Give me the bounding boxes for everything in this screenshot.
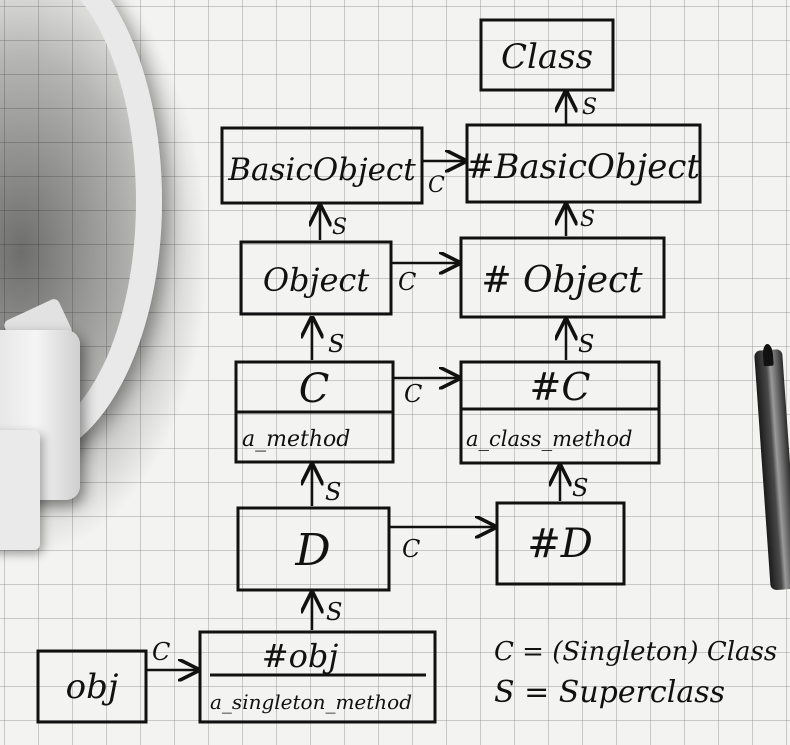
class-edge-label: C [428,173,445,198]
singleton-c-method-label: a_class_method [466,427,632,451]
obj-box [36,649,148,724]
superclass-edge-label: S [572,474,588,502]
obj-label: obj [66,667,119,707]
superclass-edge-label: S [326,598,342,626]
c-label: C [299,366,330,412]
singleton-object-label: # Object [481,260,643,301]
singleton-obj-method-label: a_singleton_method [210,690,412,714]
superclass-edge-label: S [578,330,594,358]
legend-superclass-line: S = Superclass [494,675,725,710]
singleton-object-box [459,236,666,319]
plug-block [0,430,40,550]
superclass-edge-label: S [325,478,341,506]
singleton-d-label: #D [527,521,593,567]
singleton-d-box [495,501,626,586]
singleton-obj-label: #obj [262,637,339,675]
class-edge-label: C [402,535,420,563]
c-method-label: a_method [242,427,350,452]
superclass-edge-label: S [328,330,344,358]
d-box [236,506,391,592]
superclass-edge-label: S [580,207,595,232]
basic-object-label: BasicObject [227,152,416,188]
object-box [239,240,393,316]
class-edge-label: C [404,380,422,408]
class-edge-label: C [398,268,416,296]
singleton-c-label: #C [530,365,591,409]
class-box [479,18,615,92]
superclass-edge-label: S [582,95,597,120]
basic-object-box [220,126,424,205]
object-label: Object [263,261,370,299]
d-label: D [294,525,330,576]
singleton-basic-object-label: #BasicObject [466,147,700,187]
legend-class-line: C = (Singleton) Class [494,637,777,667]
class-edge-label: C [152,638,170,666]
singleton-c-box [459,360,661,465]
superclass-edge-label: S [332,215,347,240]
class-label: Class [501,37,593,77]
